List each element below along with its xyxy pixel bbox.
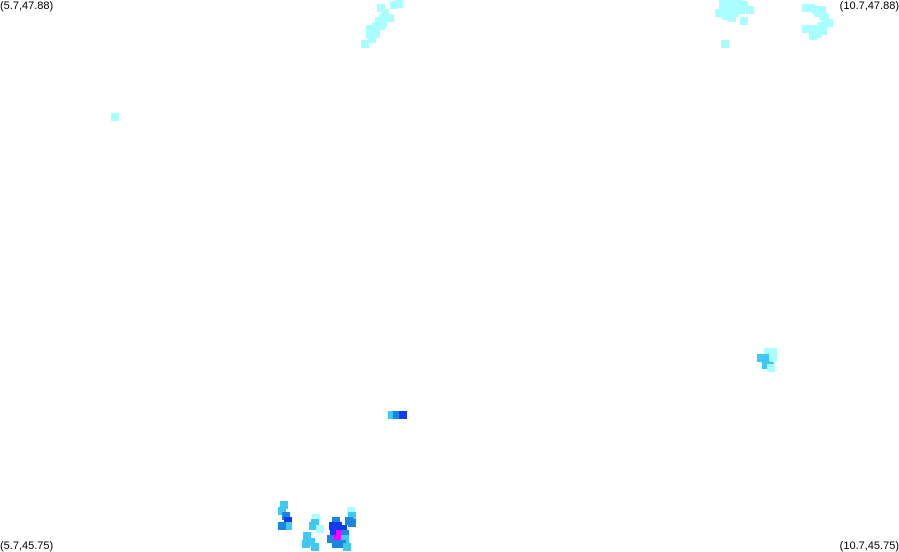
precip-cell-light <box>312 514 320 522</box>
precip-cell-light <box>395 0 403 8</box>
precip-cell-light <box>368 35 376 43</box>
precip-cell-light <box>726 4 734 12</box>
precip-cell-light <box>769 354 777 362</box>
precip-cell-light <box>372 22 380 30</box>
precip-cell-light <box>737 6 745 14</box>
precip-cell-light <box>366 30 374 38</box>
precip-cell-moderate <box>302 540 310 548</box>
precip-cell-heavy <box>278 522 286 530</box>
precip-cell-light <box>814 30 822 38</box>
corner-coordinate-top-right: (10.7,47.88) <box>839 0 899 12</box>
precip-cell-moderate <box>757 354 765 362</box>
precip-cell-heavy <box>348 519 356 527</box>
precip-cell-light <box>818 22 826 30</box>
precip-cell-light <box>361 40 369 48</box>
precip-cell-moderate <box>388 411 396 419</box>
precip-cell-light <box>377 4 385 12</box>
precip-cell-light <box>377 22 385 30</box>
precip-cell-moderate <box>348 512 356 520</box>
precip-cell-heavy <box>332 517 340 525</box>
precip-cell-light <box>316 525 324 533</box>
precip-cell-heavy <box>338 540 346 548</box>
precip-cell-light <box>390 1 398 9</box>
precip-cell-heavy <box>332 540 340 548</box>
precip-cell-light <box>802 4 810 12</box>
precip-cell-moderate <box>284 522 292 530</box>
precip-cell-moderate <box>303 532 311 540</box>
precip-cell-extreme <box>334 535 342 543</box>
precip-cell-light <box>740 1 748 9</box>
precip-cell-very-heavy <box>329 522 337 530</box>
precip-cell-extreme <box>336 530 344 538</box>
precip-cell-moderate <box>311 543 319 551</box>
precip-cell-light <box>819 27 827 35</box>
precip-cell-light <box>347 507 355 515</box>
corner-coordinate-top-left: (5.7,47.88) <box>0 0 54 12</box>
precip-cell-light <box>807 25 815 33</box>
precip-cell-light <box>728 14 736 22</box>
precip-cell-light <box>381 9 389 17</box>
precip-cell-light <box>721 4 729 12</box>
precip-cell-heavy <box>282 512 290 520</box>
precip-cell-light <box>372 30 380 38</box>
precip-cell-heavy <box>341 530 349 538</box>
precip-cell-heavy <box>393 411 401 419</box>
precip-cell-light <box>111 113 119 121</box>
precip-cell-light <box>767 364 775 372</box>
precip-cell-light <box>746 6 754 14</box>
precip-cell-light <box>769 348 777 356</box>
precip-cell-moderate <box>341 535 349 543</box>
precip-cell-very-heavy <box>334 522 342 530</box>
precip-cell-moderate <box>278 507 286 515</box>
precip-cell-light <box>715 9 723 17</box>
precip-cell-very-heavy <box>330 530 338 538</box>
precip-cell-light <box>814 9 822 17</box>
precip-cell-light <box>807 4 815 12</box>
precip-cell-light <box>731 9 739 17</box>
precip-cell-very-heavy <box>399 411 407 419</box>
precip-cell-heavy <box>327 535 335 543</box>
corner-coordinate-bottom-right: (10.7,45.75) <box>839 540 899 552</box>
precip-cell-light <box>722 12 730 20</box>
precip-cell-light <box>821 14 829 22</box>
precip-cell-moderate <box>280 501 288 509</box>
precip-cell-moderate <box>307 538 315 546</box>
precip-cell-light <box>366 25 374 33</box>
precip-cell-moderate <box>309 522 317 530</box>
precip-cell-light <box>825 19 833 27</box>
precip-cell-very-heavy <box>284 517 292 525</box>
precip-cell-very-heavy <box>339 525 347 533</box>
precip-cell-light <box>731 4 739 12</box>
precip-cell-moderate <box>343 543 351 551</box>
precip-cell-light <box>809 32 817 40</box>
corner-coordinate-bottom-left: (5.7,45.75) <box>0 540 54 552</box>
precip-cell-light <box>721 40 729 48</box>
precip-cell-light <box>802 25 810 33</box>
precip-cell-light <box>740 17 748 25</box>
precip-cell-light <box>764 348 772 356</box>
precip-cell-moderate <box>762 361 770 369</box>
precip-cell-light <box>386 14 394 22</box>
